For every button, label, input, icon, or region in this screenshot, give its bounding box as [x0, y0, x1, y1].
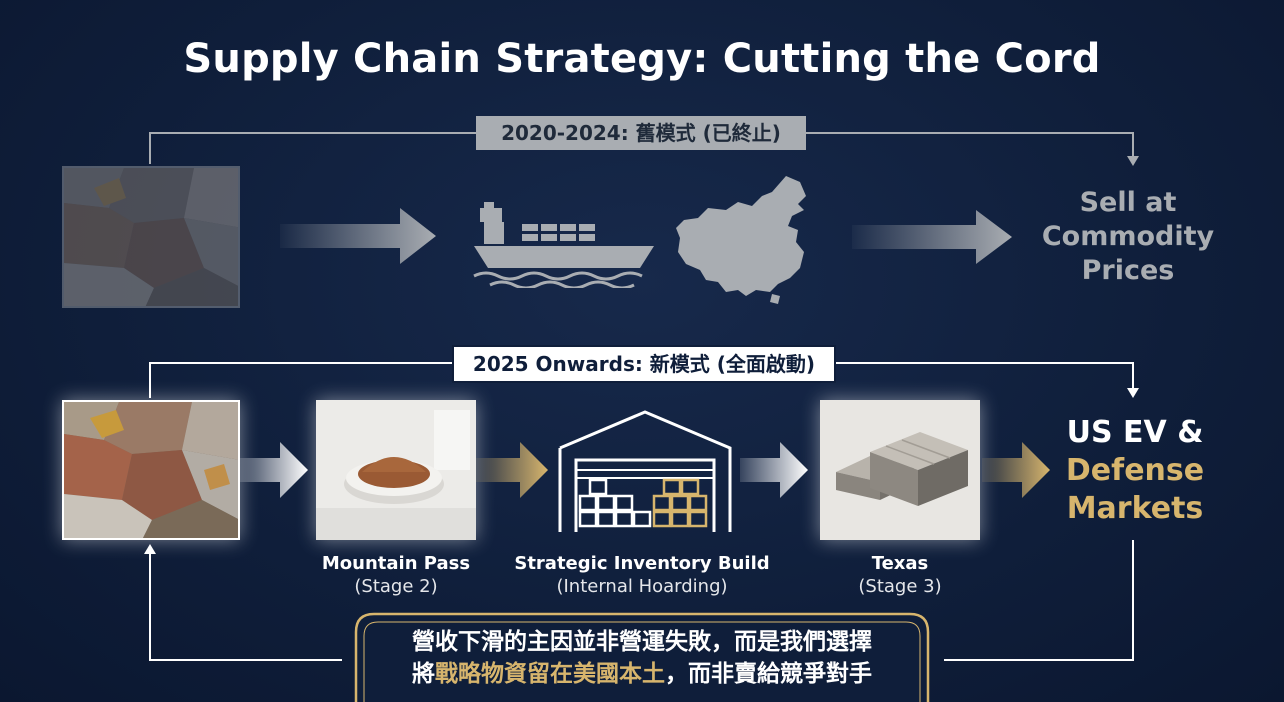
rock-ore-photo-new [62, 400, 240, 540]
stage-caption-mountain-pass: Mountain Pass (Stage 2) [296, 552, 496, 598]
stage-caption-inventory: Strategic Inventory Build (Internal Hoar… [510, 552, 774, 598]
quote-line-1: 營收下滑的主因並非營運失敗，而是我們選擇 [360, 626, 924, 658]
page-title: Supply Chain Strategy: Cutting the Cord [0, 36, 1284, 82]
cargo-ship-icon [470, 188, 660, 288]
arrow-right-icon [740, 440, 810, 500]
destination-line-3: Markets [1050, 490, 1220, 528]
quote-line-2-pre: 將 [412, 661, 435, 687]
powder-dish-photo [316, 400, 476, 540]
arrow-right-icon [852, 210, 1012, 264]
arrow-right-icon [280, 208, 436, 264]
rock-ore-photo-old [62, 166, 240, 308]
quote-text: 營收下滑的主因並非營運失敗，而是我們選擇 將戰略物資留在美國本土，而非賣給競爭對… [360, 626, 924, 690]
stage-note: (Stage 3) [800, 575, 1000, 598]
old-destination-label: Sell at Commodity Prices [1030, 186, 1226, 288]
stage-name: Mountain Pass [296, 552, 496, 575]
stage-name: Texas [800, 552, 1000, 575]
new-model-label: 2025 Onwards: 新模式 (全面啟動) [452, 345, 836, 383]
quote-line-2: 將戰略物資留在美國本土，而非賣給競爭對手 [360, 658, 924, 690]
magnet-block-photo [820, 400, 980, 540]
stage-name: Strategic Inventory Build [510, 552, 774, 575]
new-destination-label: US EV & Defense Markets [1050, 414, 1220, 528]
quote-highlight: 戰略物資留在美國本土 [435, 661, 665, 687]
arrow-right-icon [982, 440, 1052, 500]
destination-line-1: US EV & [1050, 414, 1220, 452]
stage-note: (Stage 2) [296, 575, 496, 598]
china-map-icon [676, 172, 818, 304]
arrow-right-icon [240, 440, 310, 500]
quote-line-2-post: ，而非賣給競爭對手 [665, 661, 872, 687]
warehouse-icon [556, 408, 734, 534]
stage-caption-texas: Texas (Stage 3) [800, 552, 1000, 598]
old-model-label: 2020-2024: 舊模式 (已終止) [476, 116, 806, 150]
stage-note: (Internal Hoarding) [510, 575, 774, 598]
arrow-right-icon [476, 440, 550, 500]
destination-line-2: Defense [1050, 452, 1220, 490]
